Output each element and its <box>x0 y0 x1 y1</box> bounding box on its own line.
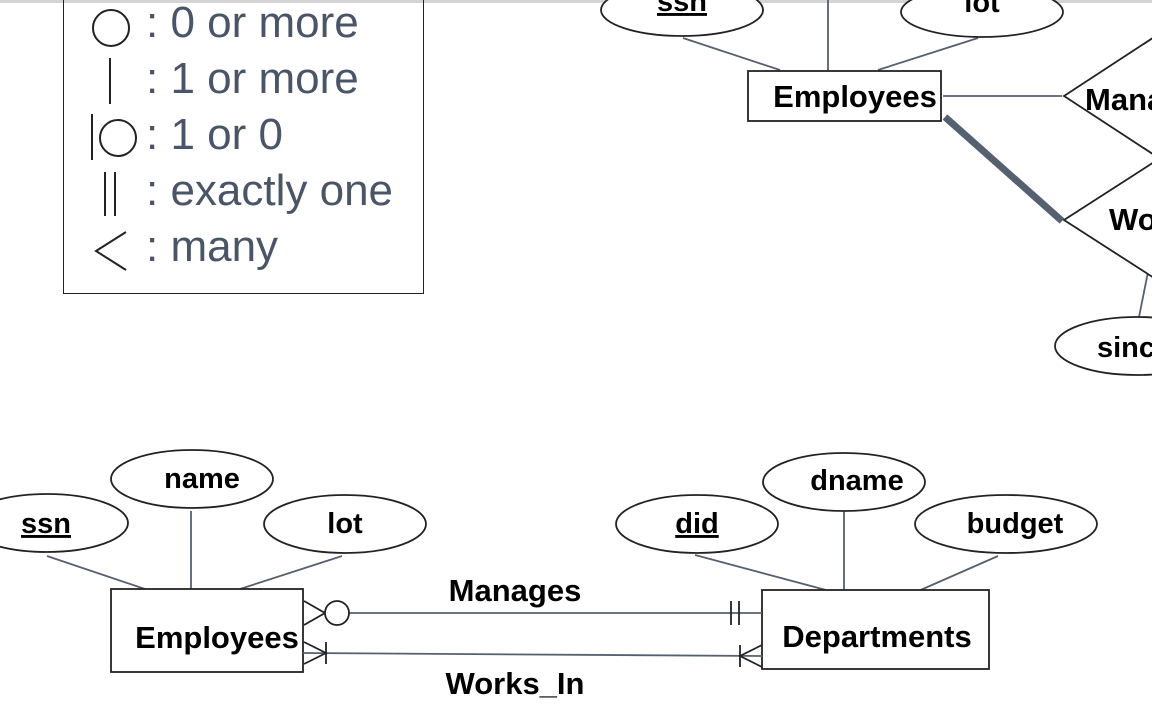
bottom-entity-departments-label: Departments <box>782 619 972 654</box>
works-in-relationship-line <box>302 641 763 668</box>
top-attr-sinc-label: sinc <box>1097 332 1152 364</box>
cardinality-legend: : 0 or more : 1 or more : 1 or 0 : exact… <box>63 0 424 294</box>
circle-icon <box>324 600 350 626</box>
top-connector-lines <box>682 0 1151 323</box>
bottom-connector-lines <box>46 511 999 593</box>
top-rel-manages-label: Mana <box>1085 82 1152 117</box>
legend-label: : 0 or more <box>146 0 359 47</box>
bottom-attr-lot: lot <box>263 494 427 554</box>
top-rel-works-in-label: Wo <box>1109 202 1152 237</box>
bar-circle-icon <box>91 114 137 160</box>
top-rel-works-in: Wo <box>1062 162 1152 278</box>
top-attr-ssn-label: ssn <box>657 0 707 18</box>
bottom-er-diagram: ssn name lot did dname budget Employees <box>0 449 1098 701</box>
bottom-attr-name: name <box>110 449 274 509</box>
top-attr-lot-label: lot <box>964 0 1000 19</box>
bottom-attr-did: did <box>615 494 779 554</box>
top-attr-ssn: ssn <box>600 0 764 37</box>
legend-label: : 1 or 0 <box>146 110 283 159</box>
bar-icon <box>109 58 111 104</box>
double-bar-icon <box>104 172 116 216</box>
bottom-entity-employees-label: Employees <box>135 620 299 655</box>
top-entity-employees: Employees <box>747 70 942 122</box>
bottom-attr-lot-label: lot <box>327 508 363 540</box>
top-attr-lot: lot <box>900 0 1064 38</box>
bottom-attr-ssn-label: ssn <box>21 508 71 540</box>
bottom-attr-name-label: name <box>164 463 240 495</box>
top-er-diagram: ssn lot sinc Employees Mana Wo <box>600 0 1152 376</box>
manages-relationship-line <box>303 600 762 626</box>
legend-label: : 1 or more <box>146 54 359 103</box>
works-in-label: Works_In <box>446 666 585 701</box>
bottom-entity-employees: Employees <box>110 588 304 673</box>
crowfoot-icon <box>303 600 327 626</box>
bottom-attr-budget: budget <box>914 494 1098 554</box>
bottom-entity-departments: Departments <box>761 589 990 670</box>
manages-label: Manages <box>449 573 582 608</box>
legend-label: : many <box>146 222 279 271</box>
bottom-attr-did-label: did <box>675 508 719 540</box>
top-attr-sinc: sinc <box>1054 316 1152 376</box>
top-rel-manages: Mana <box>1062 37 1152 155</box>
legend-label: : exactly one <box>146 166 394 215</box>
crowfoot-icon <box>94 231 127 271</box>
top-edge-bar <box>0 0 1152 3</box>
bottom-attr-budget-label: budget <box>967 508 1064 540</box>
bottom-attr-dname-label: dname <box>810 465 903 497</box>
bottom-attr-ssn: ssn <box>0 493 129 553</box>
bottom-attr-dname: dname <box>762 452 926 512</box>
top-entity-employees-label: Employees <box>773 79 937 114</box>
circle-icon <box>92 9 130 47</box>
